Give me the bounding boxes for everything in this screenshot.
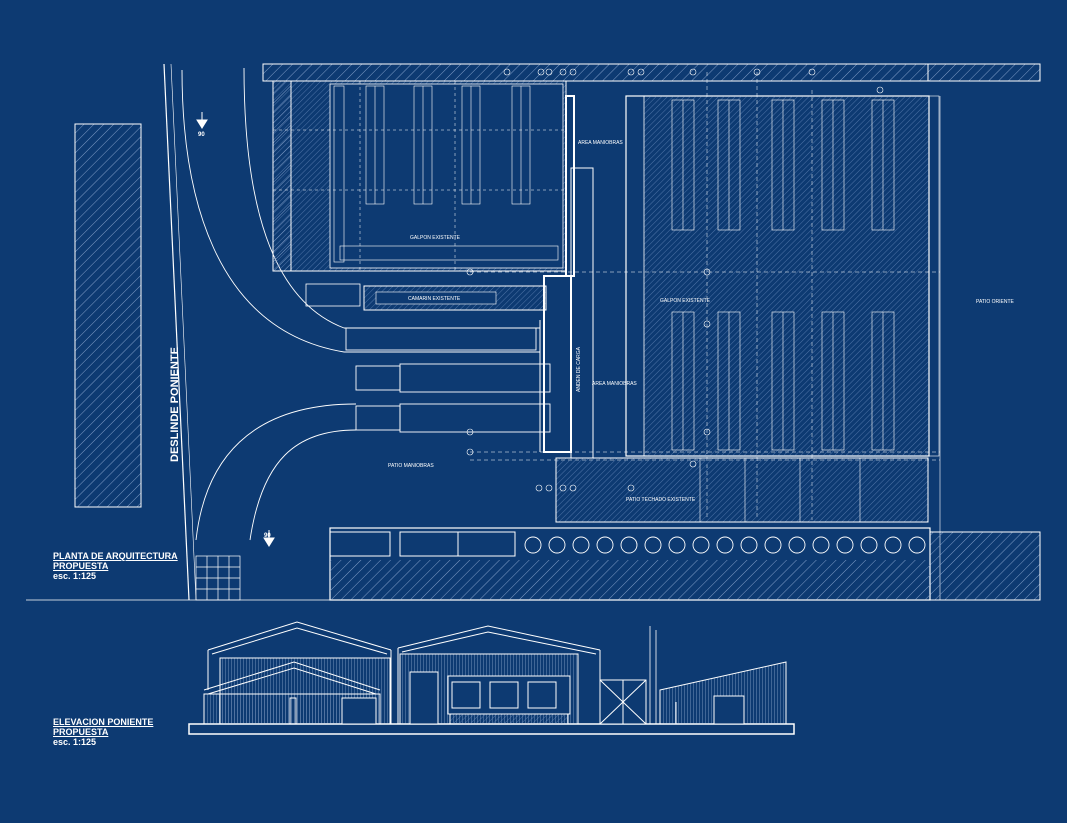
label-area-maniobras-top: AREA MANIOBRAS	[578, 140, 623, 146]
label-patio-techado-existente: PATIO TECHADO EXISTENTE	[626, 497, 696, 503]
label-patio-oriente: PATIO ORIENTE	[976, 299, 1015, 305]
galpon-existente-1	[272, 80, 567, 272]
label-level-top: 90	[198, 132, 205, 138]
elevation-building-middle	[397, 625, 601, 725]
north-hatched-strip	[262, 63, 929, 82]
elevation-title-block: ELEVACION PONIENTE PROPUESTA esc. 1:125	[53, 717, 153, 747]
patio-techado-existente	[555, 457, 929, 523]
level-marker-top	[196, 112, 208, 129]
west-boundary-line	[163, 63, 197, 601]
label-level-bottom: 90	[264, 533, 271, 539]
label-galpon-existente-2: GALPON EXISTENTE	[660, 298, 711, 304]
south-strip	[329, 527, 1041, 601]
elevation-subtitle: PROPUESTA	[53, 727, 109, 737]
elevation-scale: esc. 1:125	[53, 737, 97, 747]
elevation-poles	[649, 626, 657, 724]
label-anden-de-carga: ANDEN DE CARGA	[576, 346, 582, 392]
plan-title-block: PLANTA DE ARQUITECTURA PROPUESTA esc. 1:…	[53, 551, 178, 581]
west-hatched-parcel	[74, 123, 142, 508]
level-marker-bottom	[263, 530, 275, 547]
elevation-building-left	[203, 621, 392, 725]
label-galpon-existente-1: GALPON EXISTENTE	[410, 235, 461, 241]
plan-subtitle: PROPUESTA	[53, 561, 109, 571]
grid-block	[195, 555, 241, 601]
elevation-title: ELEVACION PONIENTE	[53, 717, 154, 727]
galpon-existente-2	[470, 72, 940, 520]
label-area-maniobras-mid: AREA MANIOBRAS	[592, 381, 637, 387]
label-patio-maniobras: PATIO MANIOBRAS	[388, 463, 434, 469]
label-camarin-existente: CAMARIN EXISTENTE	[408, 296, 461, 302]
camarin-existente	[305, 283, 547, 311]
trucks	[345, 327, 551, 433]
grid-axis-bubbles	[466, 68, 884, 492]
elevation-gate	[599, 679, 647, 725]
plan-title: PLANTA DE ARQUITECTURA	[53, 551, 178, 561]
plan-scale: esc. 1:125	[53, 571, 97, 581]
elevation-building-right	[659, 661, 787, 725]
elevation-ground-base	[188, 723, 795, 735]
west-elevation	[188, 621, 795, 735]
label-deslinde-poniente: DESLINDE PONIENTE	[169, 347, 181, 462]
site-plan	[26, 63, 1041, 601]
plan-labels: GALPON EXISTENTE GALPON EXISTENTE CAMARI…	[169, 132, 1015, 539]
